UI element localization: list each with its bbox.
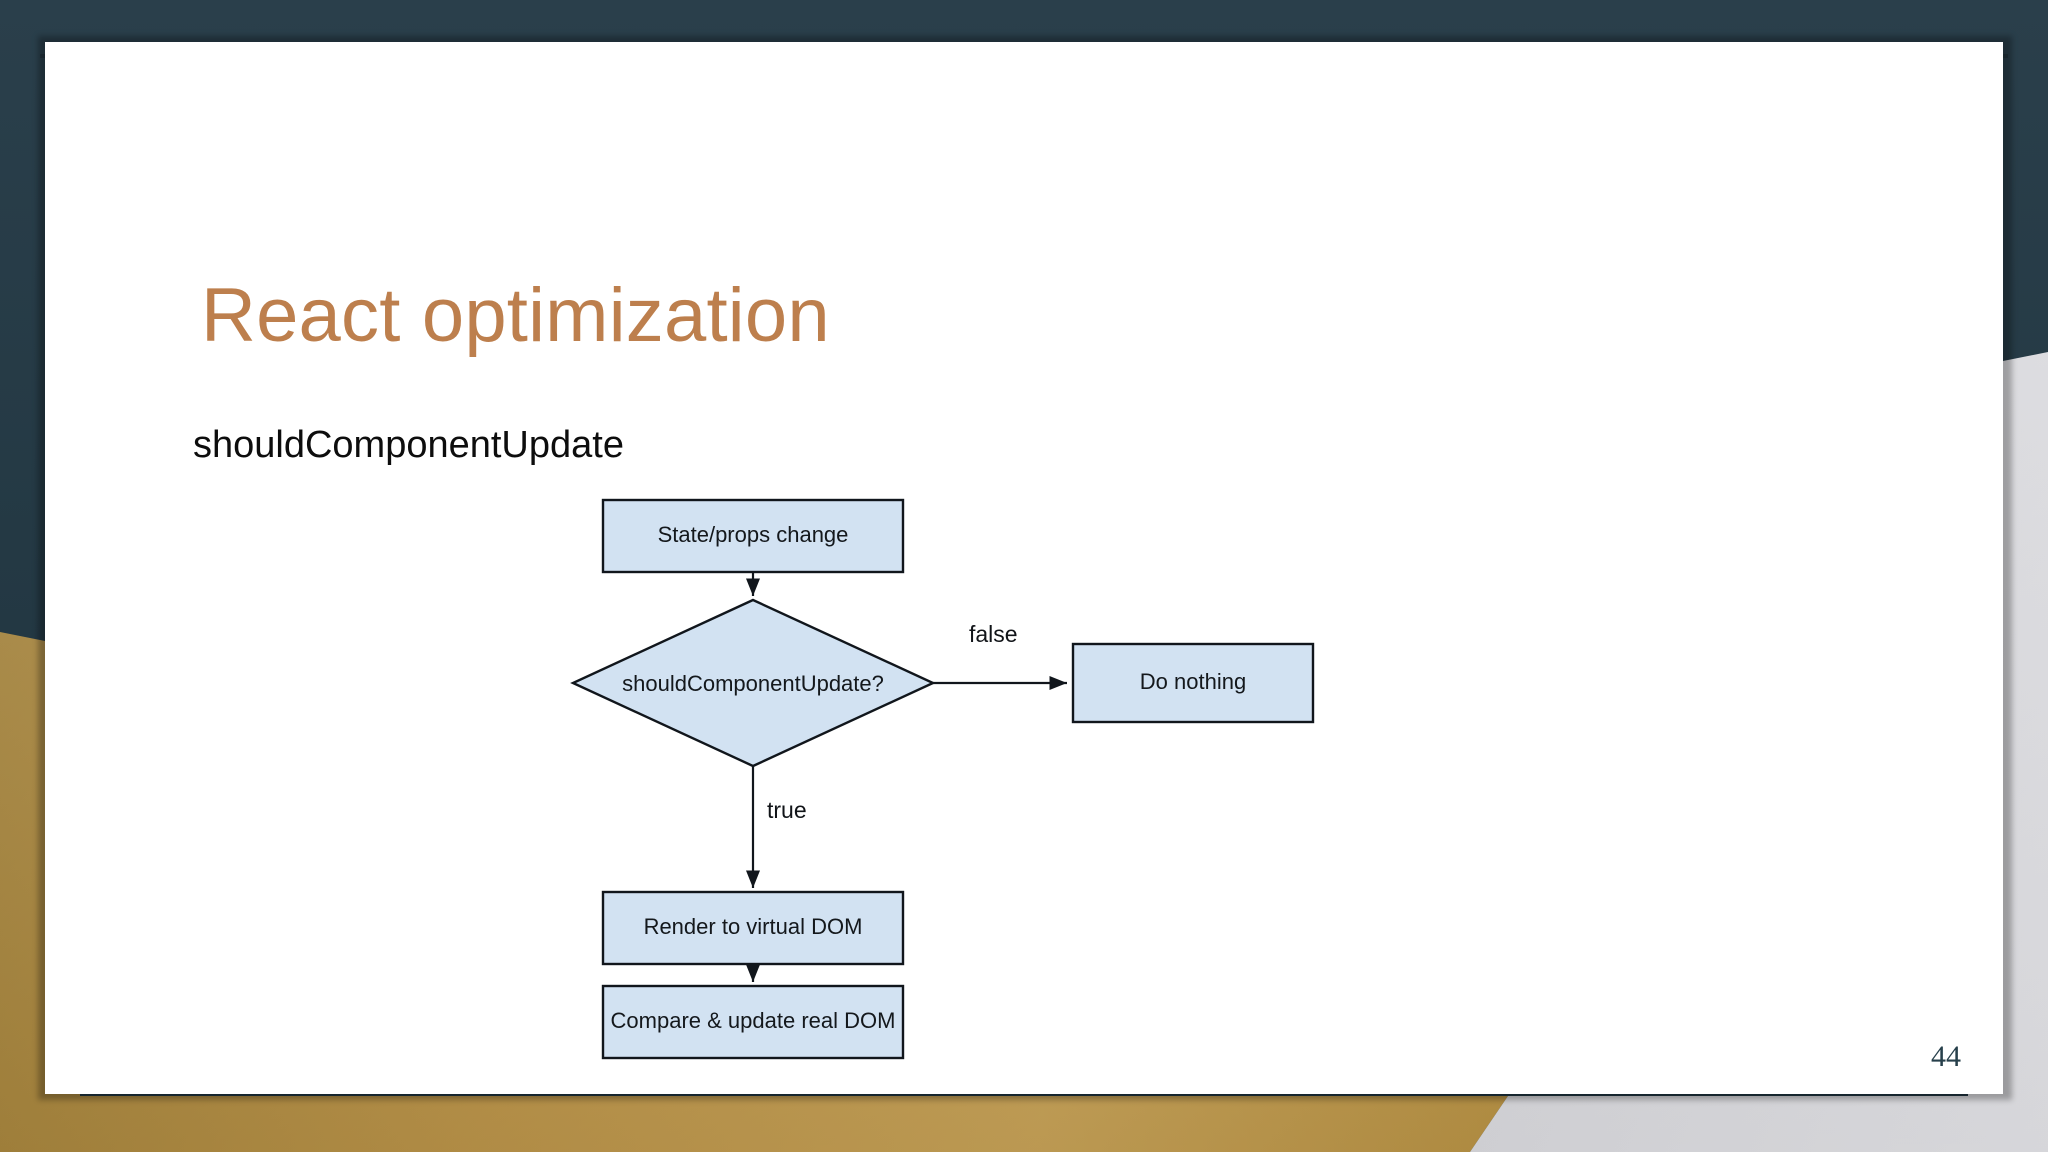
- flow-node-label: State/props change: [658, 522, 849, 547]
- flow-node-compare-update-real-dom: Compare & update real DOM: [601, 984, 905, 1060]
- flow-node-rect: [601, 498, 905, 574]
- flow-node-label: Render to virtual DOM: [644, 914, 863, 939]
- flow-node-state-props-change: State/props change: [601, 498, 905, 574]
- flow-node-rect: [1071, 642, 1315, 724]
- flow-node-label: Compare & update real DOM: [611, 1008, 896, 1033]
- flow-node-rect: [601, 890, 905, 966]
- flow-node-do-nothing: Do nothing: [1071, 642, 1315, 724]
- flow-node-label: Do nothing: [1140, 669, 1246, 694]
- flow-node-rect: [601, 984, 905, 1060]
- flow-edge-label-false: false: [969, 621, 1018, 647]
- subtitle-text: shouldComponentUpdate: [193, 424, 624, 466]
- slide-page: React optimization shouldComponentUpdate…: [45, 42, 2003, 1094]
- flow-node-render-virtual-dom: Render to virtual DOM: [601, 890, 905, 966]
- flow-node-should-component-update: shouldComponentUpdate?: [570, 598, 936, 768]
- flowchart-diagram: State/props change shouldComponentUpdate…: [555, 482, 1635, 1102]
- flow-edge-label-true: true: [767, 797, 807, 823]
- page-title: React optimization: [201, 272, 830, 358]
- flow-node-label: shouldComponentUpdate?: [622, 671, 884, 696]
- flowchart-canvas: State/props change shouldComponentUpdate…: [570, 498, 1315, 1060]
- page-number: 44: [1931, 1040, 1961, 1073]
